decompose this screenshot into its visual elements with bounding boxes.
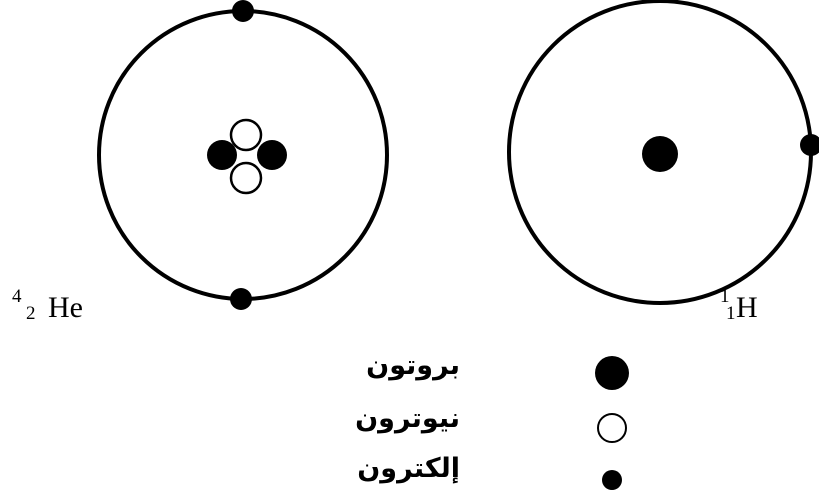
helium-neutron-top [231, 120, 261, 150]
helium-nucleus [207, 120, 287, 193]
helium-proton-right [257, 140, 287, 170]
hydrogen-notation: 1 1 H [714, 286, 794, 326]
legend-electron-symbol [602, 470, 622, 490]
helium-atomic-number: 2 [26, 303, 36, 325]
legend-electron-label: إلكترون [320, 453, 460, 484]
helium-notation: 4 2 He [12, 286, 132, 326]
hydrogen-atom [509, 1, 819, 303]
legend-neutron-symbol [598, 414, 626, 442]
helium-neutron-bottom [231, 163, 261, 193]
helium-electron-top [232, 0, 254, 22]
helium-atom [99, 0, 387, 310]
hydrogen-electron [800, 134, 819, 156]
legend-proton-symbol [595, 356, 629, 390]
helium-proton-left [207, 140, 237, 170]
hydrogen-atomic-number: 1 [726, 303, 736, 325]
helium-symbol: He [48, 293, 83, 323]
hydrogen-symbol: H [736, 293, 758, 323]
legend-proton-label: بروتون [320, 350, 460, 381]
helium-orbit [99, 11, 387, 299]
helium-mass-number: 4 [12, 286, 22, 308]
hydrogen-proton [642, 136, 678, 172]
legend-neutron-label: نيوترون [320, 403, 460, 434]
helium-electron-bottom [230, 288, 252, 310]
legend-symbols [595, 356, 629, 490]
